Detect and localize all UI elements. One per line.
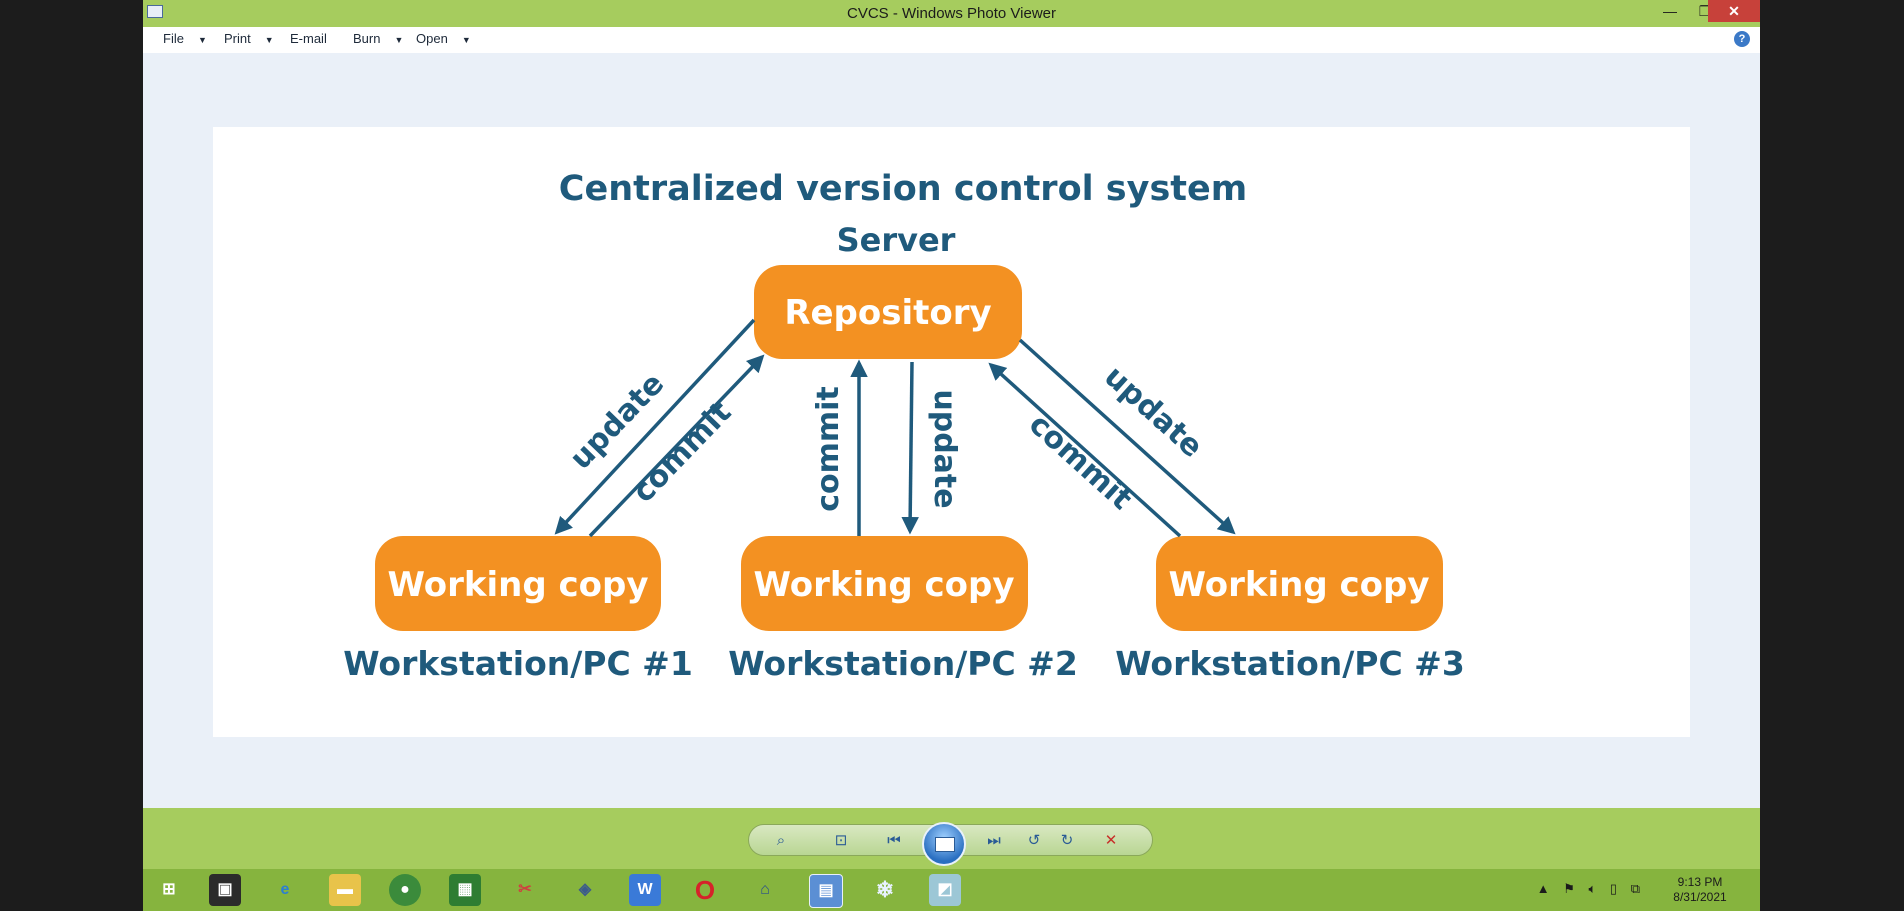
cvcs-diagram: Centralized version control system Serve… [343, 169, 1465, 683]
minimize-button[interactable]: — [1663, 3, 1677, 19]
network-icon[interactable]: ⌂ [760, 881, 770, 898]
store-icon[interactable]: ▦ [449, 874, 481, 906]
menu-bar: File ▼ Print ▼ E-mail Burn ▼ Open ▼ ? [143, 27, 1760, 54]
menu-burn-label: Burn [353, 31, 381, 46]
diagram-title: Centralized version control system [559, 169, 1247, 209]
clock-date: 8/31/2021 [1673, 890, 1727, 904]
slideshow-button[interactable] [922, 822, 966, 866]
menu-file[interactable]: File ▼ [163, 31, 207, 46]
chrome-icon[interactable]: ● [389, 874, 421, 906]
menu-print-label: Print [224, 31, 251, 46]
volume-icon[interactable]: 🔈︎ [1588, 881, 1597, 896]
commit-label-2: commit [811, 386, 846, 512]
taskbar: ⊞ ▣ e ▬ ● ▦ ✂ ◈ W O ⌂ ▤ ❄ ◩ ▲ ⚑ 🔈︎ ▯ ⧉ 9… [143, 869, 1760, 911]
zoom-icon[interactable]: ⌕ [776, 832, 786, 849]
workstation-label-3: Workstation/PC #3 [1115, 644, 1465, 683]
server-label: Server [837, 221, 956, 259]
clock-time: 9:13 PM [1677, 875, 1723, 889]
commit-label-3: commit [1022, 407, 1139, 517]
menu-burn[interactable]: Burn ▼ [353, 31, 403, 46]
next-icon[interactable]: ⏭ [987, 832, 1001, 849]
chevron-down-icon: ▼ [264, 34, 274, 45]
repository-label: Repository [784, 293, 991, 333]
working-copy-label-3: Working copy [1168, 565, 1429, 605]
settings-icon[interactable]: ❄ [875, 877, 895, 902]
update-label-3: update [1097, 359, 1209, 465]
menu-email[interactable]: E-mail [290, 31, 327, 46]
chevron-down-icon: ▼ [461, 34, 471, 45]
working-copy-box-3 [1156, 536, 1443, 631]
clock[interactable]: 9:13 PM 8/31/2021 [1650, 875, 1750, 905]
update-arrow-1 [554, 318, 756, 535]
workstation-label-2: Workstation/PC #2 [728, 644, 1078, 683]
commit-arrow-3 [988, 362, 1182, 538]
update-arrow-3 [1018, 338, 1236, 535]
tray-icons: ▲ ⚑ 🔈︎ ▯ ⧉ [1527, 881, 1640, 897]
file-explorer-icon[interactable]: ▬ [329, 874, 361, 906]
working-copy-label-1: Working copy [387, 565, 648, 605]
snipping-icon[interactable]: ✂ [518, 881, 532, 898]
menu-open-label: Open [416, 31, 448, 46]
virtualbox-icon[interactable]: ◈ [578, 881, 592, 898]
network-status-icon[interactable]: ⧉ [1630, 881, 1640, 896]
actual-size-icon[interactable]: ⊡ [834, 832, 848, 849]
rotate-clockwise-icon[interactable]: ↻ [1060, 832, 1074, 849]
image-viewport: Centralized version control system Serve… [143, 53, 1760, 808]
slideshow-icon [935, 837, 955, 852]
photo-viewer-app-icon[interactable] [147, 5, 163, 18]
workstation-label-1: Workstation/PC #1 [343, 644, 693, 683]
chevron-up-icon[interactable]: ▲ [1536, 881, 1550, 896]
menu-email-label: E-mail [290, 31, 327, 46]
photo-viewer-window: CVCS - Windows Photo Viewer — ❐ ✕ File ▼ … [143, 0, 1760, 869]
repository-box [754, 265, 1022, 359]
opera-icon[interactable]: O [694, 875, 716, 905]
photo-viewer-icon[interactable]: ▤ [809, 874, 843, 908]
update-arrow-2 [901, 361, 919, 535]
working-copy-label-2: Working copy [753, 565, 1014, 605]
terminal-icon[interactable]: ▣ [209, 874, 241, 906]
working-copy-box-1 [375, 536, 661, 631]
menu-file-label: File [163, 31, 184, 46]
power-icon[interactable]: ▯ [1609, 881, 1618, 896]
rotate-counterclockwise-icon[interactable]: ↺ [1027, 832, 1041, 849]
commit-arrow-1 [588, 354, 765, 538]
window-title: CVCS - Windows Photo Viewer [847, 5, 1056, 22]
flag-icon[interactable]: ⚑ [1563, 881, 1575, 896]
close-button[interactable]: ✕ [1708, 0, 1760, 22]
menu-open[interactable]: Open ▼ [416, 31, 471, 46]
chevron-down-icon: ▼ [197, 34, 207, 45]
wps-icon[interactable]: W [629, 874, 661, 906]
help-icon[interactable]: ? [1734, 31, 1750, 47]
previous-icon[interactable]: ⏮ [887, 832, 901, 849]
displayed-image: Centralized version control system Serve… [213, 127, 1690, 737]
working-copy-box-2 [741, 536, 1028, 631]
start-icon[interactable]: ⊞ [162, 881, 176, 898]
title-bar: CVCS - Windows Photo Viewer — ❐ ✕ [143, 0, 1760, 27]
playback-controls-bar: ⌕ ⊡ ⏮ ⏭ ↺ ↻ ✕ [143, 808, 1760, 869]
internet-explorer-icon[interactable]: e [280, 881, 290, 898]
delete-icon[interactable]: ✕ [1104, 832, 1118, 849]
menu-print[interactable]: Print ▼ [224, 31, 274, 46]
update-label-2: update [927, 389, 962, 508]
chevron-down-icon: ▼ [394, 34, 404, 45]
notes-icon[interactable]: ◩ [929, 874, 961, 906]
